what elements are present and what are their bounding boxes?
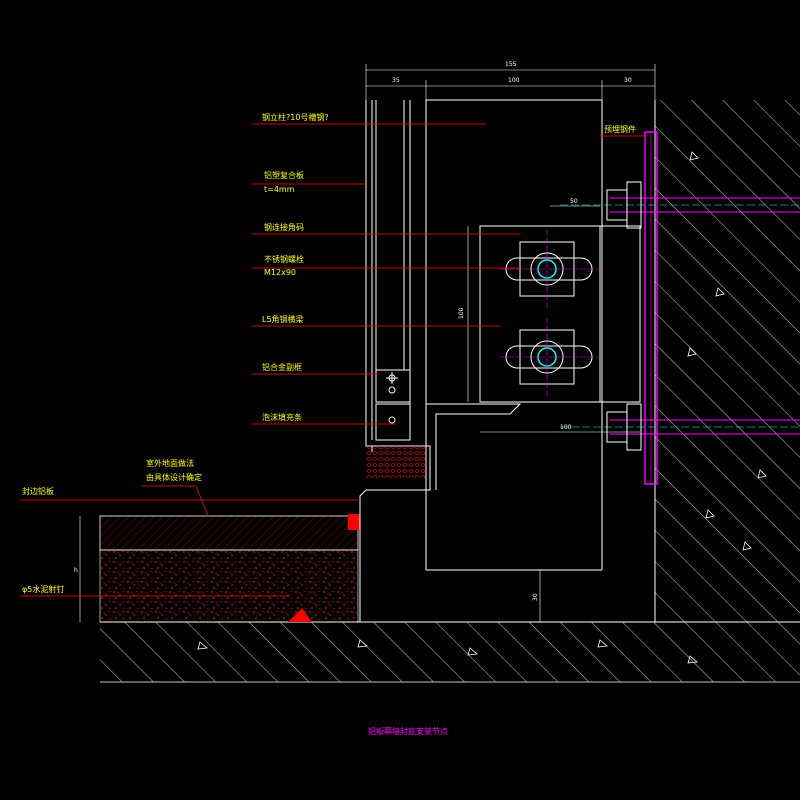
label-angle-steel: L5角钢横梁: [262, 314, 304, 324]
dim-slab-h: h: [74, 567, 78, 574]
label-anchor: φ5水泥射钉: [22, 584, 64, 594]
alloy-profile-icon: [386, 372, 398, 424]
dim-bottom-100: 100: [560, 424, 572, 431]
anchor-bolt-lower: [560, 403, 800, 451]
dim-inner-50: 50: [570, 198, 578, 205]
leader-lines: [20, 123, 646, 597]
label-ground-finish: 室外地面做法: [146, 458, 194, 468]
ss-bolt-lower: [500, 318, 600, 398]
label-composite-panel: 铝塑复合板: [264, 170, 304, 180]
anchor-bolt-upper: [560, 181, 800, 229]
ss-bolt-upper: [500, 230, 600, 310]
structural-wall: [654, 100, 800, 622]
label-ground-finish-note: 由具体设计确定: [146, 472, 202, 482]
connector-plate: [479, 225, 641, 403]
foam-strip: [366, 446, 426, 478]
label-ss-bolt-size: M12x90: [264, 268, 296, 277]
label-foam-strip: 泡沫填充条: [262, 412, 302, 422]
dim-top-left: 35: [392, 77, 400, 84]
label-composite-thickness: t=4mm: [264, 185, 295, 194]
label-steel-weld: 钢连接角码: [264, 222, 304, 232]
dim-top-total: 155: [505, 61, 517, 68]
label-seal: 封边铝板: [22, 486, 54, 496]
steel-post: [425, 99, 603, 571]
label-ss-bolt: 不锈钢螺栓: [264, 254, 304, 264]
label-steel-post: 钢立柱?10号槽钢?: [262, 112, 329, 122]
ground-finish: [99, 514, 360, 623]
embed-plate: [644, 131, 658, 485]
ground-slab: [100, 621, 800, 683]
dim-vertical-100: 100: [458, 307, 465, 319]
label-alloy-profile: 铝合金副框: [262, 362, 302, 372]
aluminium-panel: [359, 100, 522, 622]
dim-top-mid: 100: [508, 77, 520, 84]
dim-top-right: 30: [624, 77, 632, 84]
dim-depth-30: 30: [532, 593, 539, 601]
dimension-lines: [79, 64, 656, 622]
drawing-title: 铝板幕墙封底安装节点: [368, 726, 448, 736]
label-embed-plate: 预埋钢件: [604, 124, 636, 134]
